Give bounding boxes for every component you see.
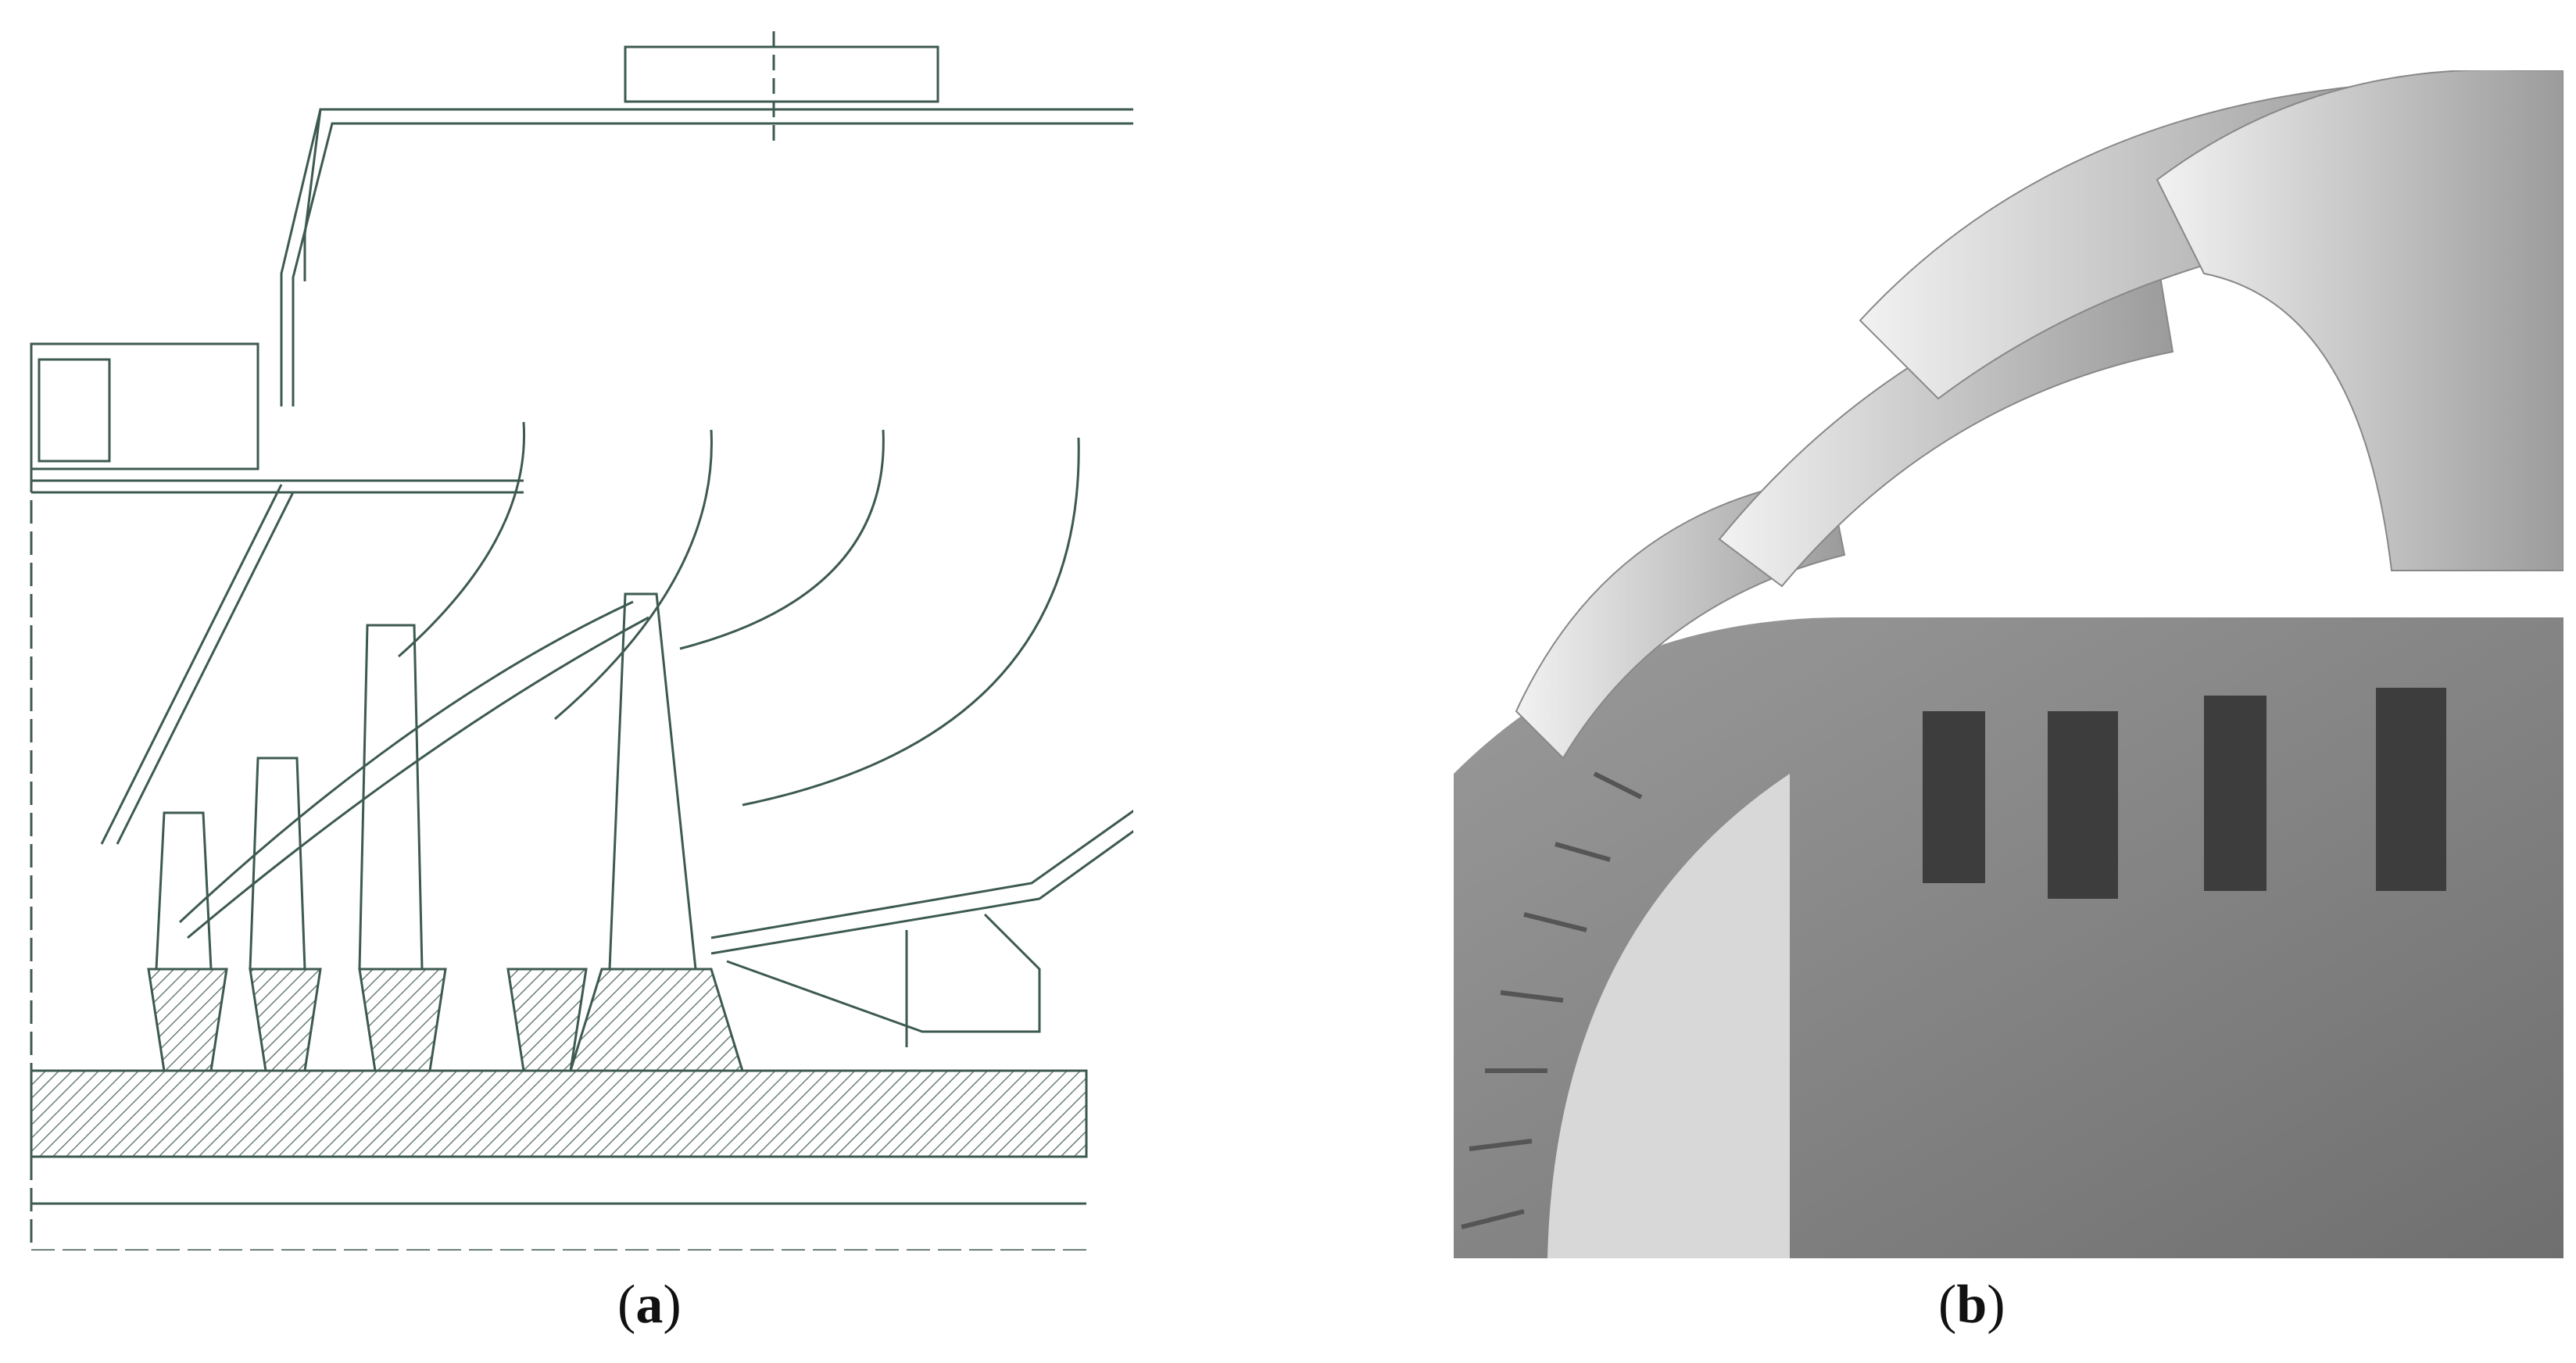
rotor-slot [2204, 696, 2267, 891]
rotor-slot [2376, 688, 2446, 891]
guide-vane-2 [554, 429, 713, 721]
guide-vane-3 [679, 429, 885, 650]
rotor-slot [1923, 711, 1985, 883]
top-flange [624, 45, 939, 103]
guide-vane-1 [398, 421, 526, 658]
caption-b-letter: b [1956, 1275, 1987, 1335]
inner-disc [1547, 774, 1790, 1258]
outer-casing [303, 108, 1133, 281]
rotor-shaft [30, 1069, 1088, 1158]
caption-a: (a) [617, 1275, 682, 1335]
left-box [30, 342, 259, 470]
blade-last [608, 592, 697, 971]
cutaway-svg [1454, 70, 2563, 1258]
guide-vane-4 [742, 437, 1080, 807]
blade-row-4 [2156, 70, 2563, 571]
caption-b: (b) [1938, 1275, 2005, 1335]
rendered-cutaway [1454, 70, 2563, 1258]
rotor-slot [2048, 711, 2118, 899]
cross-section-drawing [23, 31, 1133, 1250]
caption-a-letter: a [635, 1275, 664, 1335]
cross-section-svg [30, 31, 1133, 1250]
